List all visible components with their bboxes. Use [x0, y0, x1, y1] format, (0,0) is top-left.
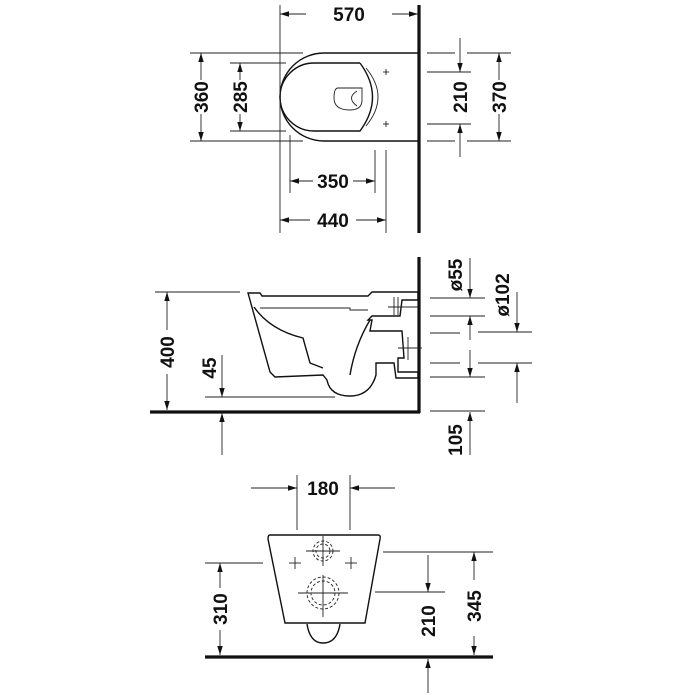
toilet-front-outline [267, 534, 381, 624]
dim-400-label: 400 [158, 336, 179, 368]
dim-105-label: 105 [446, 424, 467, 456]
dim-440-label: 440 [317, 211, 349, 232]
dim-345-label: 345 [465, 590, 486, 622]
bowl-bottom [306, 623, 341, 644]
dim-360-label: 360 [192, 81, 213, 113]
toilet-side-outline [247, 291, 419, 397]
fixing-point-icon [345, 557, 357, 569]
dim-350-label: 350 [317, 172, 349, 193]
front-view: 180 310 210 345 [205, 475, 493, 693]
dim-310-label: 310 [211, 593, 232, 625]
dim-180-label: 180 [307, 479, 339, 500]
dim-210-front-label: 210 [419, 605, 440, 637]
side-view: 400 45 ø55 ø102 105 [150, 257, 532, 456]
dim-285-label: 285 [231, 81, 252, 113]
dim-210-label: 210 [451, 81, 472, 113]
outlet-opening [333, 87, 363, 111]
fixing-point-icon [383, 121, 389, 127]
dim-d55-label: ø55 [446, 258, 467, 291]
dim-45-label: 45 [200, 357, 221, 379]
dim-570-label: 570 [333, 5, 365, 26]
top-view: 570 360 285 350 440 210 [190, 5, 511, 233]
dim-370-label: 370 [490, 81, 511, 113]
fixing-point-icon [383, 69, 389, 75]
dim-d102-label: ø102 [493, 273, 514, 316]
seat-outline [279, 62, 374, 132]
fixing-point-icon [289, 557, 301, 569]
